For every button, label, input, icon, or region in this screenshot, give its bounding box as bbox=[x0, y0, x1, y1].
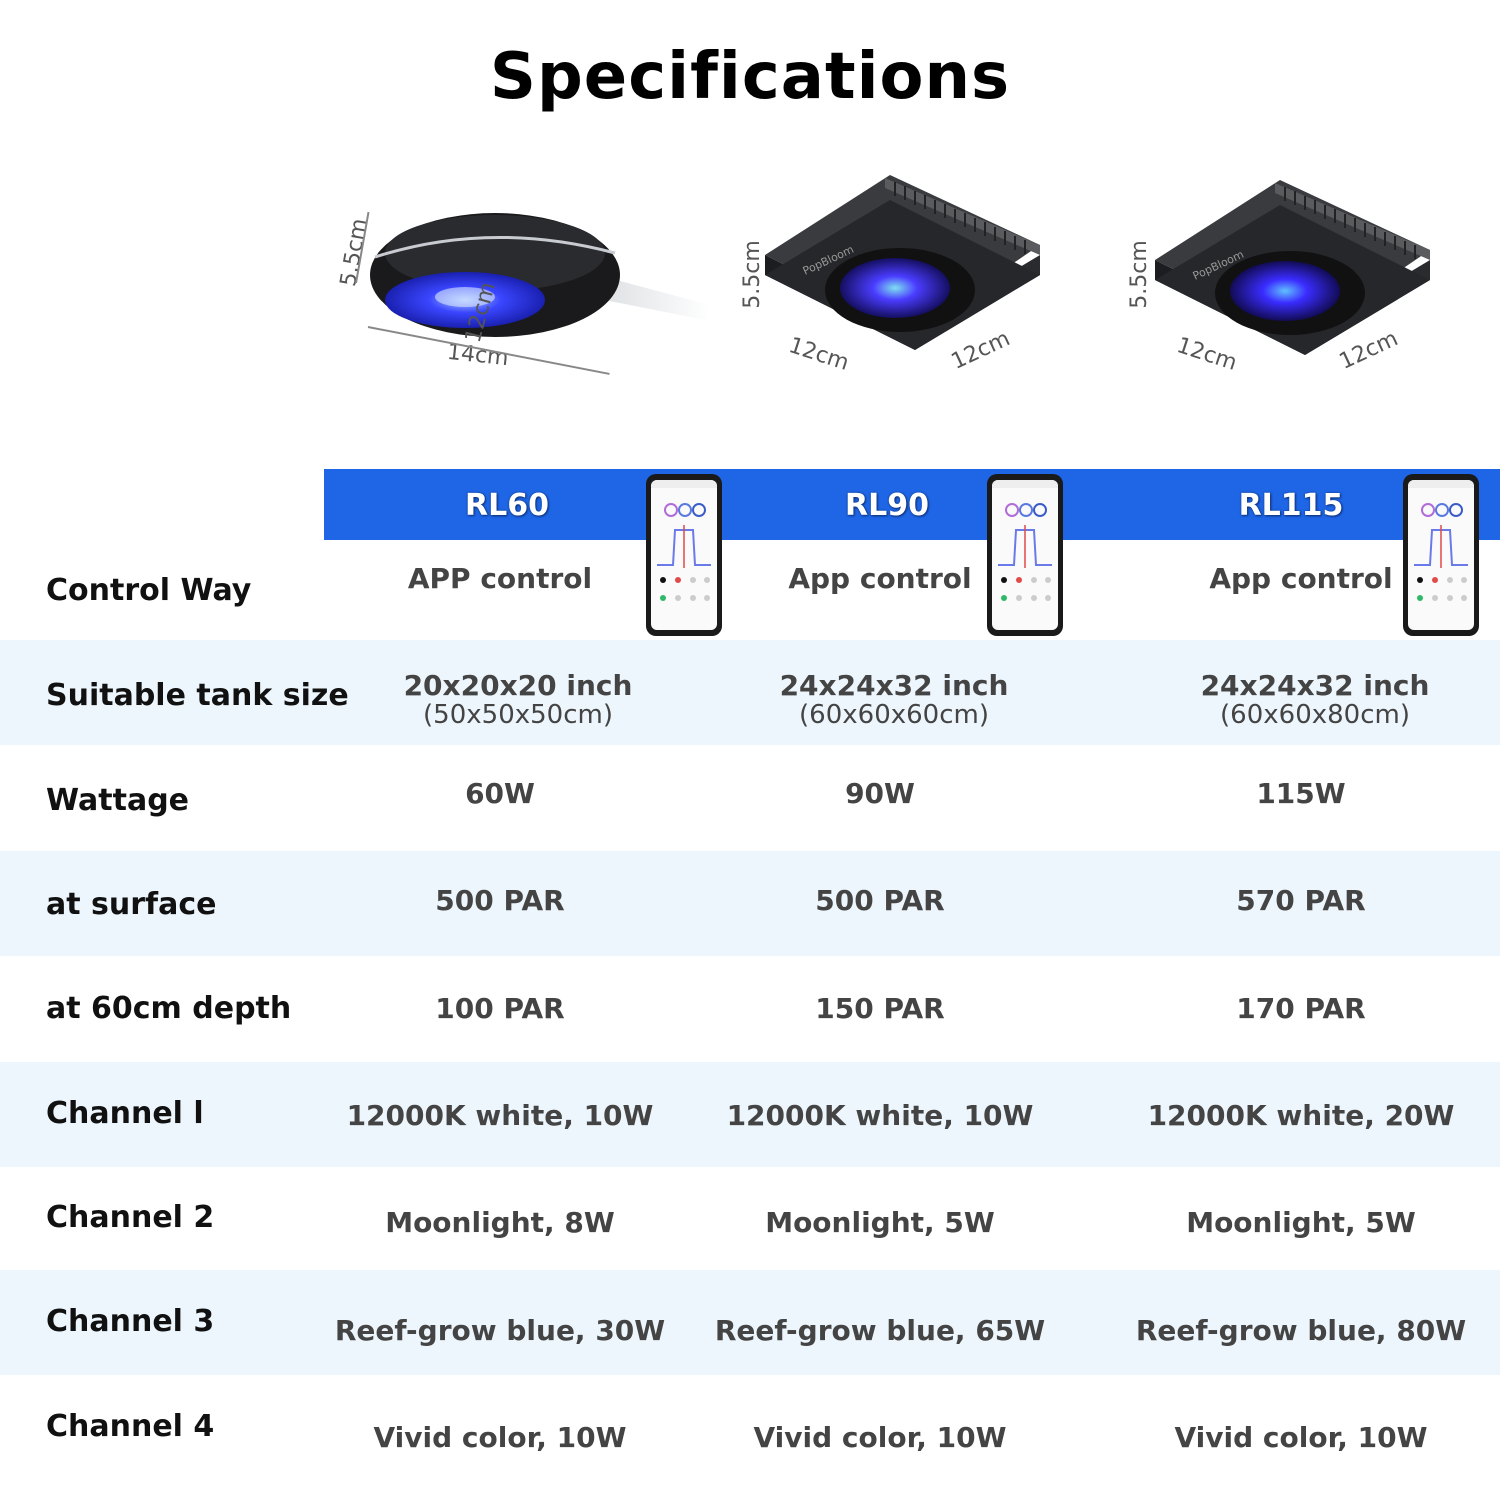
table-row bbox=[0, 1270, 1500, 1375]
cell-channel2-rl90: Moonlight, 5W bbox=[765, 1206, 995, 1239]
product-rl115-image: PopBloom bbox=[1145, 175, 1435, 370]
cell-control-rl60: APP control bbox=[407, 562, 593, 595]
cell-channel1-rl90: 12000K white, 10W bbox=[726, 1099, 1034, 1132]
cell-control-rl90: App control bbox=[788, 562, 972, 595]
model-header-bar bbox=[324, 469, 1500, 540]
row-label-channel-3: Channel 3 bbox=[46, 1304, 215, 1339]
cell-channel4-rl60: Vivid color, 10W bbox=[373, 1421, 627, 1454]
table-row bbox=[0, 851, 1500, 956]
cell-surface-rl60: 500 PAR bbox=[435, 884, 565, 917]
cell-depth-rl60: 100 PAR bbox=[435, 992, 565, 1025]
cell-channel4-rl115: Vivid color, 10W bbox=[1174, 1421, 1428, 1454]
table-row bbox=[0, 1062, 1500, 1167]
page-title: Specifications bbox=[489, 40, 1011, 114]
tank-size-inch: 24x24x32 inch bbox=[1200, 669, 1430, 702]
row-label-channel-2: Channel 2 bbox=[46, 1200, 215, 1235]
phone-app-icon bbox=[987, 474, 1063, 636]
tank-size-inch: 24x24x32 inch bbox=[779, 669, 1009, 702]
cell-depth-rl115: 170 PAR bbox=[1236, 992, 1366, 1025]
table-row bbox=[0, 640, 1500, 745]
cell-control-rl115: App control bbox=[1209, 562, 1393, 595]
cell-surface-rl115: 570 PAR bbox=[1236, 884, 1366, 917]
phone-app-icon bbox=[1403, 474, 1479, 636]
cell-tank-rl60: 20x20x20 inch (50x50x50cm) bbox=[328, 669, 708, 730]
cell-wattage-rl115: 115W bbox=[1256, 777, 1346, 810]
row-label-channel-1: Channel l bbox=[46, 1096, 204, 1131]
row-label-control-way: Control Way bbox=[46, 573, 252, 608]
cell-depth-rl90: 150 PAR bbox=[815, 992, 945, 1025]
dim-height-2: 5.5cm bbox=[739, 240, 765, 309]
dim-height-3: 5.5cm bbox=[1126, 240, 1152, 309]
cell-channel1-rl115: 12000K white, 20W bbox=[1147, 1099, 1455, 1132]
led-light-round-image bbox=[370, 213, 710, 337]
tank-size-cm: (50x50x50cm) bbox=[423, 700, 613, 730]
model-rl115: RL115 bbox=[1238, 488, 1344, 523]
cell-tank-rl90: 24x24x32 inch (60x60x60cm) bbox=[704, 669, 1084, 730]
row-label-tank-size: Suitable tank size bbox=[46, 678, 349, 713]
led-light-square-image: PopBloom bbox=[765, 175, 1040, 350]
cell-channel3-rl60: Reef-grow blue, 30W bbox=[334, 1314, 666, 1347]
product-rl90-image: PopBloom bbox=[755, 170, 1045, 365]
cell-channel3-rl115: Reef-grow blue, 80W bbox=[1135, 1314, 1467, 1347]
cell-wattage-rl60: 60W bbox=[465, 777, 535, 810]
phone-app-icon bbox=[646, 474, 722, 636]
product-rl60-image bbox=[330, 195, 710, 385]
cell-wattage-rl90: 90W bbox=[845, 777, 915, 810]
cell-channel2-rl60: Moonlight, 8W bbox=[385, 1206, 615, 1239]
cell-channel2-rl115: Moonlight, 5W bbox=[1186, 1206, 1416, 1239]
row-label-at-surface: at surface bbox=[46, 887, 217, 922]
cell-channel4-rl90: Vivid color, 10W bbox=[753, 1421, 1007, 1454]
row-label-at-depth: at 60cm depth bbox=[46, 991, 292, 1026]
model-rl90: RL90 bbox=[845, 488, 929, 523]
row-label-wattage: Wattage bbox=[46, 783, 190, 818]
tank-size-cm: (60x60x80cm) bbox=[1220, 700, 1410, 730]
tank-size-cm: (60x60x60cm) bbox=[799, 700, 989, 730]
model-rl60: RL60 bbox=[465, 488, 549, 523]
row-label-channel-4: Channel 4 bbox=[46, 1409, 215, 1444]
cell-surface-rl90: 500 PAR bbox=[815, 884, 945, 917]
cell-channel3-rl90: Reef-grow blue, 65W bbox=[714, 1314, 1046, 1347]
tank-size-inch: 20x20x20 inch bbox=[403, 669, 633, 702]
led-light-square-image: PopBloom bbox=[1155, 180, 1430, 355]
cell-tank-rl115: 24x24x32 inch (60x60x80cm) bbox=[1125, 669, 1500, 730]
cell-channel1-rl60: 12000K white, 10W bbox=[346, 1099, 654, 1132]
